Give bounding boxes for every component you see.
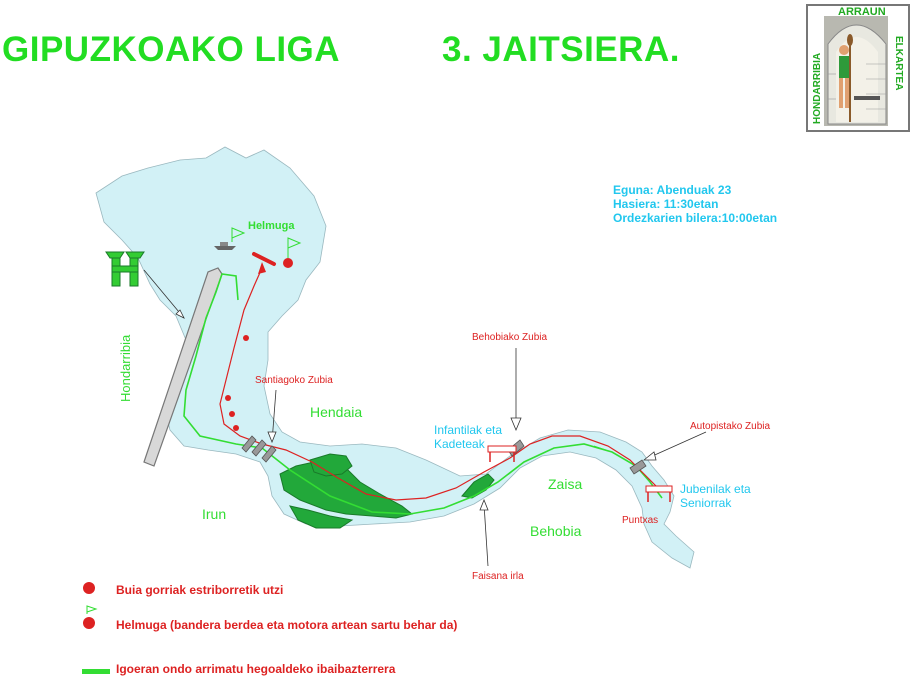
behobia-bridge-label: Behobiako Zubia bbox=[472, 332, 547, 343]
infantil-start-label-1: Infantilak eta bbox=[434, 423, 502, 437]
irun-label: Irun bbox=[202, 506, 226, 522]
jubenil-start-label-2: Seniorrak bbox=[680, 496, 732, 510]
zaisa-label: Zaisa bbox=[548, 476, 582, 492]
club-logo: ARRAUN HONDARRIBIA ELKARTEA bbox=[806, 4, 910, 132]
buoy bbox=[233, 425, 239, 431]
water-body bbox=[95, 146, 695, 569]
red-buoy-icon bbox=[83, 582, 95, 594]
green-route bbox=[183, 273, 663, 515]
finish-buoy bbox=[283, 258, 293, 268]
autopista-bridge-label: Autopistako Zubia bbox=[690, 421, 770, 432]
faisana-island bbox=[461, 473, 495, 499]
island-south bbox=[289, 505, 354, 529]
finish-flag-icon bbox=[287, 237, 302, 258]
mooring-icon bbox=[105, 251, 145, 287]
autopista-bridge bbox=[629, 459, 647, 475]
red-route bbox=[219, 267, 663, 501]
logo-text-right: ELKARTEA bbox=[893, 36, 904, 90]
race-start-time: Hasiera: 11:30etan bbox=[613, 197, 719, 211]
island-north bbox=[309, 453, 353, 477]
flag-and-buoy-icon bbox=[83, 605, 98, 629]
hondarribia-label: Hondarribia bbox=[118, 334, 133, 402]
finish-line bbox=[252, 252, 276, 266]
behobia-label: Behobia bbox=[530, 523, 582, 539]
legend-rule-text: Igoeran ondo arrimatu hegoaldeko ibaibaz… bbox=[116, 662, 396, 676]
race-number-title: 3. JAITSIERA. bbox=[442, 30, 680, 69]
buoy bbox=[243, 335, 249, 341]
legend-buoys-text: Buia gorriak estriborretik utzi bbox=[116, 583, 284, 597]
red-route-arrow bbox=[258, 262, 266, 274]
race-info: Eguna: Abenduak 23 Hasiera: 11:30etan Or… bbox=[613, 183, 777, 225]
faisana-label: Faisana irla bbox=[472, 571, 524, 582]
santiago-bridge bbox=[241, 435, 277, 463]
logo-text-top: ARRAUN bbox=[838, 6, 886, 18]
breakwater bbox=[143, 267, 223, 467]
race-date: Eguna: Abenduak 23 bbox=[613, 183, 732, 197]
legend-finish-text: Helmuga (bandera berdea eta motora artea… bbox=[116, 618, 458, 632]
puntxas-label: Puntxas bbox=[622, 515, 658, 526]
pointer-arrows bbox=[143, 269, 707, 567]
page-title: GIPUZKOAKO LIGA bbox=[2, 30, 341, 69]
jubenil-start-label-1: Jubenilak eta bbox=[680, 482, 751, 496]
buoy bbox=[225, 395, 231, 401]
helmuga-label: Helmuga bbox=[248, 220, 295, 232]
infantil-start-label-2: Kadeteak bbox=[434, 437, 486, 451]
green-line-icon bbox=[82, 669, 110, 674]
start-marker-jubenil bbox=[645, 485, 673, 502]
logo-text-left: HONDARRIBIA bbox=[812, 53, 823, 124]
hendaia-label: Hendaia bbox=[310, 404, 362, 420]
delegates-meeting: Ordezkarien bilera:10:00etan bbox=[613, 211, 778, 225]
motorboat-icon bbox=[214, 227, 246, 250]
start-marker-infantil bbox=[487, 445, 517, 462]
buoy bbox=[229, 411, 235, 417]
santiago-bridge-label: Santiagoko Zubia bbox=[255, 375, 333, 386]
